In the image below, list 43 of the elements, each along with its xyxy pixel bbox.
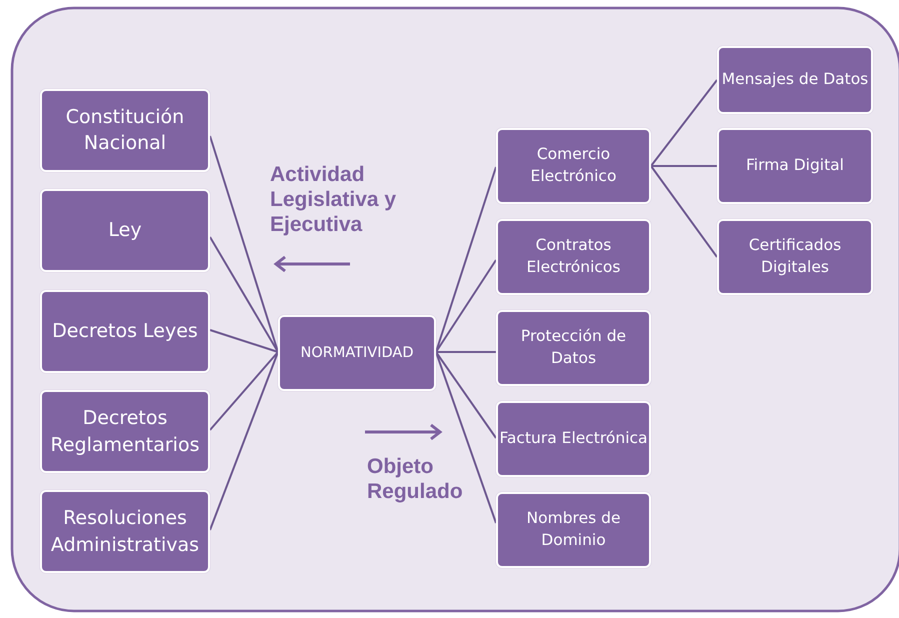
box-label: Constitución Nacional [64,104,186,156]
topic-box [496,219,651,295]
box-label: Nombres de Dominio [526,508,622,551]
box-label: Comercio Electrónico [530,144,618,187]
topic-box [40,290,210,373]
topic-box [496,401,651,477]
box-label: Decretos Reglamentarios [50,406,200,458]
box-label: Contratos Electrónicos [526,235,622,278]
box-label: Decretos Leyes [52,318,198,344]
topic-box [278,315,436,391]
topic-box [40,189,210,272]
connector-line [209,236,279,352]
connector-line [209,136,279,352]
connector-line [435,166,497,352]
connector-line [209,351,279,431]
box-label: Mensajes de Datos [722,69,868,90]
box-label: Protección de Datos [520,326,628,369]
connector-line [436,351,496,353]
topic-box [717,219,873,295]
box-label: NORMATIVIDAD [300,344,414,362]
topic-box [717,46,873,114]
flow-label: Actividad Legislativa y Ejecutiva [270,163,398,238]
connector-line [651,165,717,167]
connector-line [435,259,497,353]
connector-line [210,329,278,353]
box-label: Ley [108,218,142,243]
connector-line [209,352,279,530]
topic-box [496,492,651,568]
connector-line [435,351,497,439]
box-label: Factura Electrónica [499,428,648,450]
topic-box [40,89,210,172]
topic-box [496,310,651,386]
topic-box [717,128,873,204]
flow-label: Objeto Regulado [367,455,464,505]
topic-box [496,128,651,204]
topic-box [40,390,210,473]
connector-line [650,79,718,167]
connector-line [435,352,497,524]
connector-line [650,165,718,258]
box-label: Firma Digital [746,155,844,176]
box-label: Resoluciones Administrativas [50,506,200,558]
box-label: Certificados Digitales [748,235,842,278]
topic-box [40,490,210,573]
